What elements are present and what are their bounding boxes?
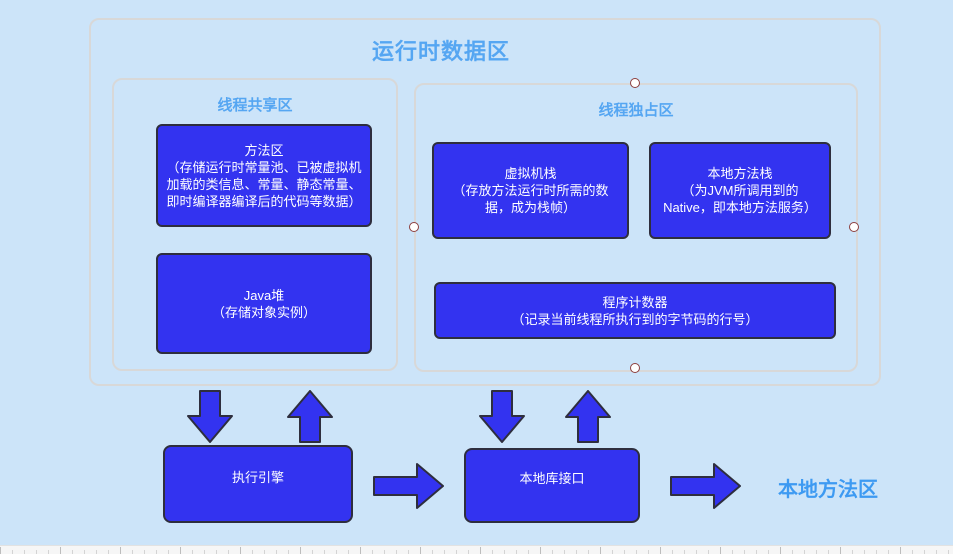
arrow-down-to-execution-engine[interactable] — [187, 390, 233, 443]
thread-shared-region-title: 线程共享区 — [217, 97, 293, 114]
native-method-stack-desc: （为JVM所调用到的Native，即本地方法服务） — [663, 183, 817, 215]
arrow-up-from-execution-engine[interactable] — [287, 390, 333, 443]
java-heap-desc: （存储对象实例） — [211, 304, 316, 320]
method-area-desc: （存储运行时常量池、已被虚拟机加载的类信息、常量、静态常量、即时编译器编译后的代… — [166, 159, 362, 209]
arrow-down-to-native-interface[interactable] — [479, 390, 525, 443]
execution-engine-label: 执行引擎 — [231, 469, 284, 485]
native-method-stack-title: 本地方法栈 — [707, 166, 773, 181]
node-vm-stack[interactable]: 虚拟机栈 （存放方法运行时所需的数据，成为栈帧） — [432, 142, 629, 239]
group-thread-exclusive-region[interactable]: 线程独占区 虚拟机栈 （存放方法运行时所需的数据，成为栈帧） 本地方法栈 （为J… — [409, 78, 859, 373]
bottom-ruler — [0, 545, 953, 554]
right-arrow-icon — [373, 463, 444, 509]
ruler-ticks — [0, 546, 953, 554]
node-method-area[interactable]: 方法区 （存储运行时常量池、已被虚拟机加载的类信息、常量、静态常量、即时编译器编… — [156, 124, 372, 227]
node-execution-engine[interactable]: 执行引擎 — [163, 445, 353, 523]
java-heap-title: Java堆 — [243, 287, 285, 303]
node-java-heap[interactable]: Java堆 （存储对象实例） — [156, 253, 372, 354]
thread-exclusive-region-title: 线程独占区 — [598, 102, 674, 119]
group-thread-shared-region[interactable]: 线程共享区 方法区 （存储运行时常量池、已被虚拟机加载的类信息、常量、静态常量、… — [112, 78, 398, 371]
method-area-title: 方法区 — [244, 142, 284, 158]
node-native-library-interface[interactable]: 本地库接口 — [464, 448, 640, 523]
right-arrow-icon — [670, 463, 741, 509]
down-arrow-icon — [479, 390, 525, 443]
resize-handle-top[interactable] — [630, 78, 640, 88]
group-runtime-data-area[interactable]: 运行时数据区 线程共享区 方法区 （存储运行时常量池、已被虚拟机加载的类信息、常… — [89, 18, 881, 386]
native-method-area-label: 本地方法区 — [778, 479, 878, 501]
arrow-right-to-native-method-area[interactable] — [670, 462, 742, 510]
arrow-up-from-native-interface[interactable] — [565, 390, 611, 443]
native-library-interface-label: 本地库接口 — [519, 471, 585, 486]
up-arrow-icon — [565, 390, 611, 443]
resize-handle-right[interactable] — [849, 222, 859, 232]
resize-handle-left[interactable] — [409, 222, 419, 232]
up-arrow-icon — [287, 390, 333, 443]
program-counter-title: 程序计数器 — [602, 294, 668, 310]
program-counter-desc: （记录当前线程所执行到的字节码的行号） — [511, 311, 759, 327]
node-native-method-stack[interactable]: 本地方法栈 （为JVM所调用到的Native，即本地方法服务） — [649, 142, 831, 239]
node-program-counter[interactable]: 程序计数器 （记录当前线程所执行到的字节码的行号） — [434, 282, 836, 339]
resize-handle-bottom[interactable] — [630, 363, 640, 373]
vm-stack-desc: （存放方法运行时所需的数据，成为栈帧） — [452, 183, 609, 215]
runtime-data-area-title: 运行时数据区 — [371, 39, 510, 64]
arrow-right-to-native-interface[interactable] — [373, 462, 445, 510]
vm-stack-title: 虚拟机栈 — [504, 166, 557, 181]
down-arrow-icon — [187, 390, 233, 443]
